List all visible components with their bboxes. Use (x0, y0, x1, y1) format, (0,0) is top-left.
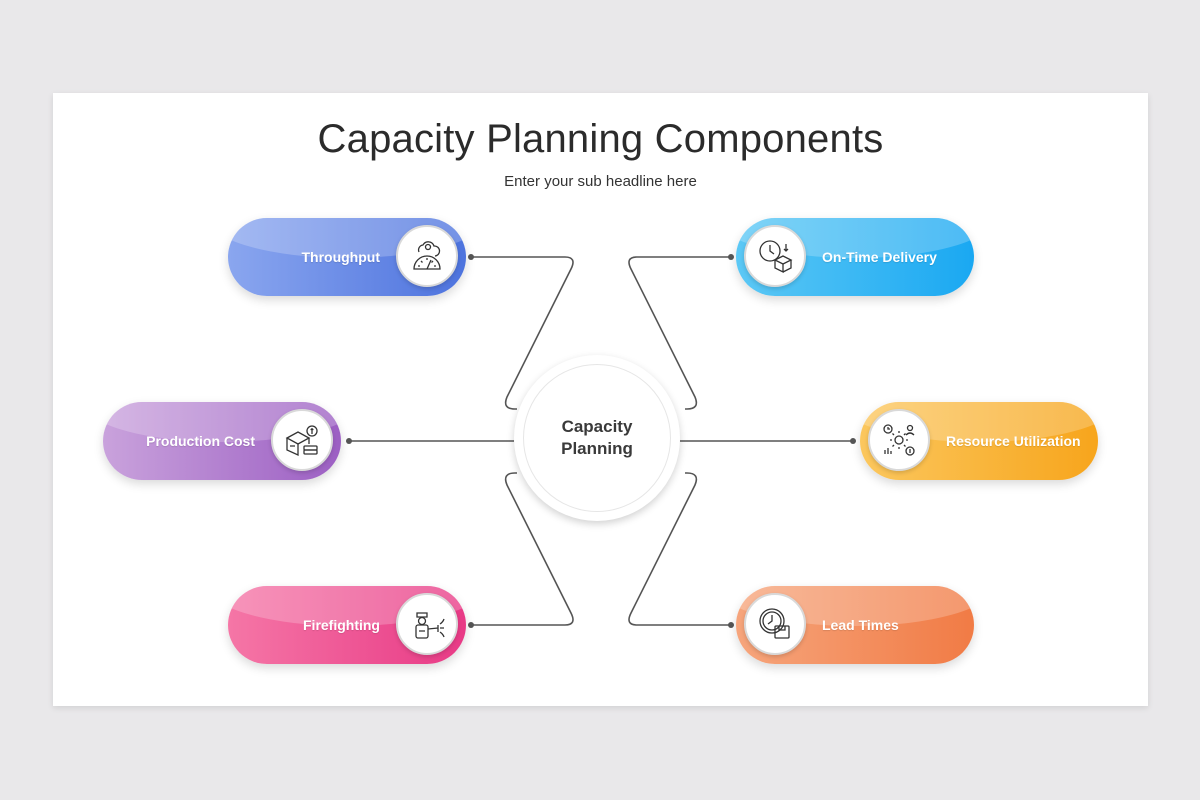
component-firefighting: Firefighting (228, 586, 466, 664)
component-label: Lead Times (822, 617, 899, 633)
connector-dot-throughput (468, 254, 474, 260)
page-title: Capacity Planning Components (317, 117, 884, 161)
connector-firefighting (471, 472, 574, 626)
clock-box-icon (759, 240, 793, 274)
center-label: Capacity Planning (561, 417, 633, 458)
clock-package-icon (759, 608, 790, 639)
center-node-inner: Capacity Planning (523, 364, 671, 512)
component-label: On-Time Delivery (822, 249, 937, 265)
connector-dot-resource (850, 438, 856, 444)
box-coins-icon (285, 425, 318, 457)
connector-ontime (628, 256, 731, 410)
component-label: Production Cost (146, 433, 255, 449)
connector-throughput (471, 256, 574, 410)
connector-dot-lead (728, 622, 734, 628)
connector-dot-firefighting (468, 622, 474, 628)
component-label: Firefighting (303, 617, 380, 633)
component-label: Resource Utilization (946, 433, 1081, 449)
component-throughput: Throughput (228, 218, 466, 296)
connector-lead (628, 472, 731, 626)
component-resource-utilization: Resource Utilization (860, 402, 1098, 480)
connector-dot-ontime (728, 254, 734, 260)
center-node: Capacity Planning (514, 355, 680, 521)
component-production-cost: Production Cost (103, 402, 341, 480)
component-label: Throughput (301, 249, 380, 265)
component-on-time-delivery: On-Time Delivery (736, 218, 974, 296)
slide: Capacity Planning Components Enter your … (53, 93, 1148, 706)
gear-network-icon (883, 424, 915, 456)
firefighter-hose-icon (415, 612, 445, 639)
gauge-cloud-icon (413, 241, 441, 270)
connector-dot-production (346, 438, 352, 444)
page-subtitle: Enter your sub headline here (504, 173, 697, 190)
component-lead-times: Lead Times (736, 586, 974, 664)
connector-lines (346, 254, 856, 628)
